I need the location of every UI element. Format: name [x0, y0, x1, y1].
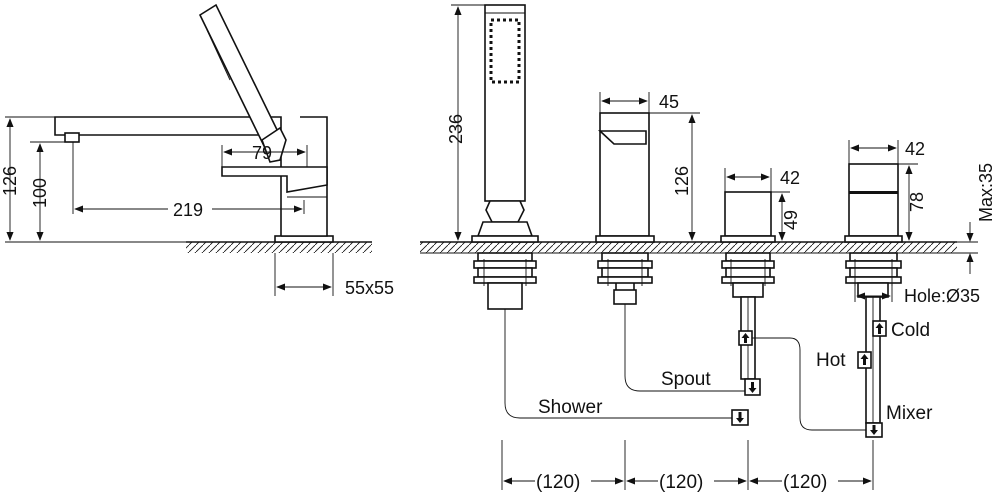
- side-lever: [221, 166, 328, 193]
- side-view: 126 100 79 219 55x55: [0, 3, 394, 298]
- side-deck-hatch: [186, 242, 372, 253]
- dim-spacing-1-text: (120): [536, 472, 580, 493]
- dim-spacing-3-text: (120): [783, 472, 827, 493]
- dim-219-text: 219: [173, 200, 203, 220]
- dim-100-text: 100: [30, 178, 50, 208]
- shower-spray-face: [489, 18, 521, 84]
- dim-hole-text: Hole:Ø35: [904, 286, 980, 306]
- spout-inlet-fitting: [613, 289, 637, 305]
- spout-hose-curve: [624, 304, 745, 392]
- hot-label: Hot: [816, 350, 846, 371]
- dim-spacing-2-text: (120): [659, 472, 703, 493]
- dim-78-text: 78: [907, 192, 927, 212]
- side-spout-tip: [64, 132, 80, 143]
- front-view: 236 45 126: [420, 4, 996, 493]
- side-base-plate: [274, 235, 334, 243]
- dim-42a-text: 42: [780, 168, 800, 188]
- spout-label: Spout: [661, 369, 711, 390]
- shower-unit: 236: [446, 4, 539, 310]
- shower-counterweight: [487, 282, 523, 310]
- front-deck-hatch: [420, 242, 957, 253]
- mixer-label: Mixer: [886, 403, 933, 424]
- dim-45-text: 45: [659, 92, 679, 112]
- dim-236-text: 236: [446, 114, 466, 144]
- mixer-body: [724, 191, 772, 237]
- shower-holder: [476, 221, 534, 237]
- dim-79-text: 79: [252, 143, 272, 163]
- dim-49-text: 49: [781, 210, 801, 230]
- spout-unit: 45 126: [595, 92, 700, 305]
- shower-label: Shower: [538, 397, 603, 418]
- dim-max35-text: Max:35: [976, 163, 996, 222]
- dim-126-text: 126: [0, 166, 20, 196]
- spout-outlet: [597, 130, 647, 145]
- shower-hose-collar: [485, 200, 525, 223]
- diverter-body: [848, 163, 899, 237]
- mixer-hose-curve: [752, 337, 866, 431]
- dim-42b-text: 42: [905, 139, 925, 159]
- dim-126b-text: 126: [672, 166, 692, 196]
- dim-55x55-text: 55x55: [345, 278, 394, 298]
- cold-label: Cold: [891, 320, 930, 341]
- mixer-unit: 42 49: [720, 168, 801, 426]
- diverter-unit: 42 78 Max:35 Hole:Ø35: [844, 139, 996, 438]
- shower-hose-curve: [504, 309, 732, 419]
